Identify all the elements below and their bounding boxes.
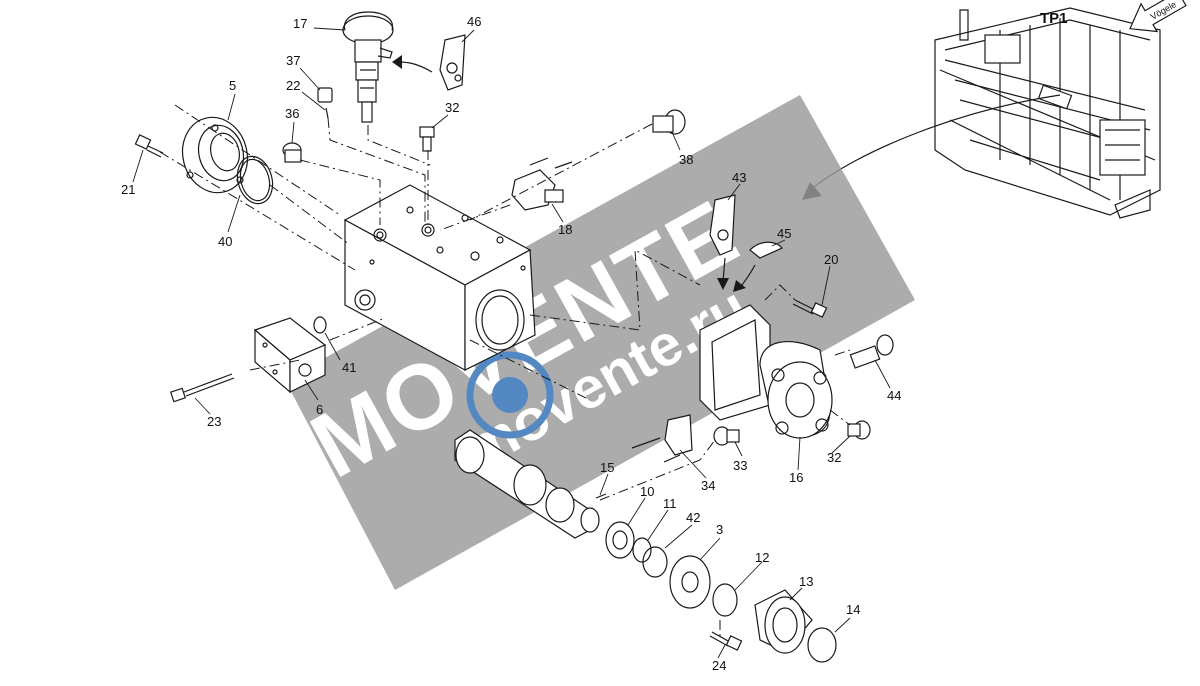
part-17-handwheel-valve [342,11,394,123]
valve-block [343,184,536,372]
part-15-key [595,493,607,499]
callout-10: 10 [640,484,654,499]
arrow-46 [397,61,433,73]
callout-46: 46 [467,14,481,29]
part-22-pin [325,107,329,119]
part-45-key [749,241,783,259]
callout-34: 34 [701,478,715,493]
callout-22: 22 [286,78,300,93]
callout-leader-lines [132,27,891,659]
callout-32-top: 32 [445,100,459,115]
part-37-plug [317,87,333,103]
watermark-logo-mark [466,351,554,439]
part-23-bolt [169,373,235,403]
callout-17: 17 [293,16,307,31]
part-41-o-ring [313,316,327,334]
callout-44: 44 [887,388,901,403]
part-3-flange [669,555,711,609]
callout-41: 41 [342,360,356,375]
part-10-seal [605,521,635,559]
callout-16: 16 [789,470,803,485]
callout-6: 6 [316,402,323,417]
callout-23: 23 [207,414,221,429]
part-20-screw [792,299,828,318]
part-21-screw [134,134,164,158]
part-32-fitting-top [419,126,435,152]
callout-37: 37 [286,53,300,68]
callout-38: 38 [679,152,693,167]
part-32-fitting-right [847,420,871,440]
callout-3: 3 [716,522,723,537]
callout-32-right: 32 [827,450,841,465]
part-13-sleeve [754,589,813,654]
callout-18: 18 [558,222,572,237]
watermark: MOVENTE movente.ru [285,95,915,590]
callout-15: 15 [600,460,614,475]
callout-33: 33 [733,458,747,473]
callout-11: 11 [663,496,677,511]
part-14-gear [807,627,837,663]
part-6-side-block [253,317,327,394]
callout-labels: 17 46 37 22 32 5 36 38 21 18 40 43 45 20… [121,14,901,673]
callout-43: 43 [732,170,746,185]
part-36-plug [282,142,302,163]
part-12-gear [712,583,738,617]
part-33-fitting [713,426,740,446]
part-18-coupling [511,157,573,211]
part-11-ring [632,537,652,563]
frame-label: TP1 [1040,10,1068,27]
part-42-o-ring [642,546,668,578]
callout-5: 5 [229,78,236,93]
callout-12: 12 [755,550,769,565]
paver-frame-illustration [934,7,1161,219]
callout-42: 42 [686,510,700,525]
callout-40: 40 [218,234,232,249]
part-34-bracket [631,414,693,463]
callout-13: 13 [799,574,813,589]
callout-24: 24 [712,658,726,673]
part-46-clip [439,34,466,91]
assembly-centre-lines [159,104,851,640]
callout-14: 14 [846,602,860,617]
part-16-gear-pump [699,304,833,439]
callout-21: 21 [121,182,135,197]
part-38-fitting [652,109,686,135]
part-44-fitting [849,334,894,369]
callout-36: 36 [285,106,299,121]
callout-20: 20 [824,252,838,267]
part-40-o-ring [236,155,274,205]
part-5-flange [181,116,249,194]
drive-shaft [454,429,600,539]
callout-45: 45 [777,226,791,241]
part-24-screw [709,631,743,651]
